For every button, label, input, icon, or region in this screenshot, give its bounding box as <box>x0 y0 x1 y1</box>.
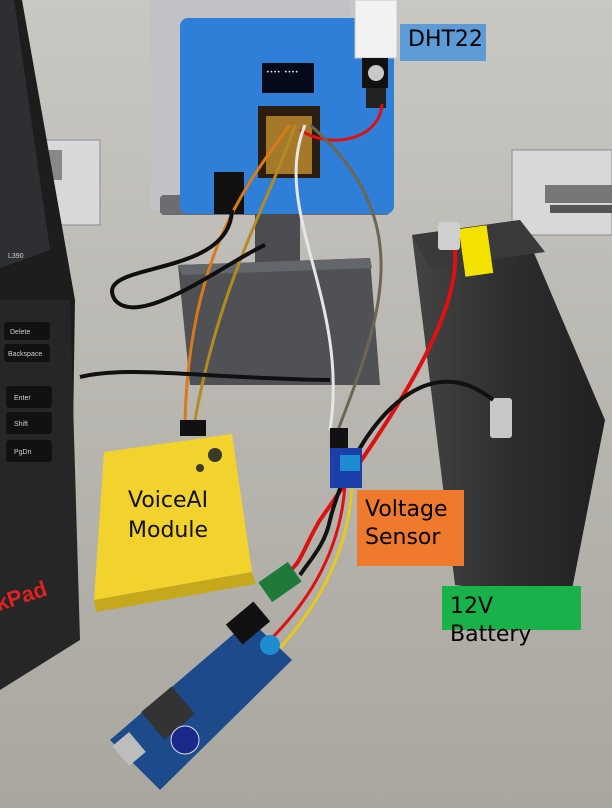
oled-line: •••• •••• <box>266 69 299 76</box>
voltage-sensor-board <box>330 428 362 488</box>
voltage-sensor-label: Voltage Sensor <box>357 490 464 566</box>
sensor-enclosure: •••• •••• <box>180 18 394 214</box>
voltage-sensor-label-line1: Voltage <box>365 497 448 522</box>
desk-outlet <box>511 149 612 236</box>
battery-label: 12V Battery <box>442 586 581 647</box>
keyboard-keys: Delete Backspace Enter Shift PgDn <box>4 322 52 462</box>
key-pgdn: PgDn <box>14 449 32 456</box>
wires <box>79 103 495 649</box>
dht22-label: DHT22 <box>400 24 486 61</box>
voltage-sensor-label-line2: Sensor <box>365 525 441 550</box>
key-delete: Delete <box>10 329 30 336</box>
dht22-sensor <box>354 0 398 108</box>
laptop: Delete Backspace Enter Shift PgDn kPad L… <box>0 0 80 690</box>
voiceai-module-label: VoiceAI Module <box>128 486 238 546</box>
voiceai-module <box>94 420 256 612</box>
key-backspace: Backspace <box>8 351 42 358</box>
key-shift: Shift <box>14 421 28 428</box>
voiceai-label-line1: VoiceAI <box>128 488 209 513</box>
laptop-model: L390 <box>8 253 24 260</box>
dc-dc-converter: 330 <box>110 561 302 790</box>
key-enter: Enter <box>14 395 31 402</box>
voiceai-label-line2: Module <box>128 518 208 543</box>
